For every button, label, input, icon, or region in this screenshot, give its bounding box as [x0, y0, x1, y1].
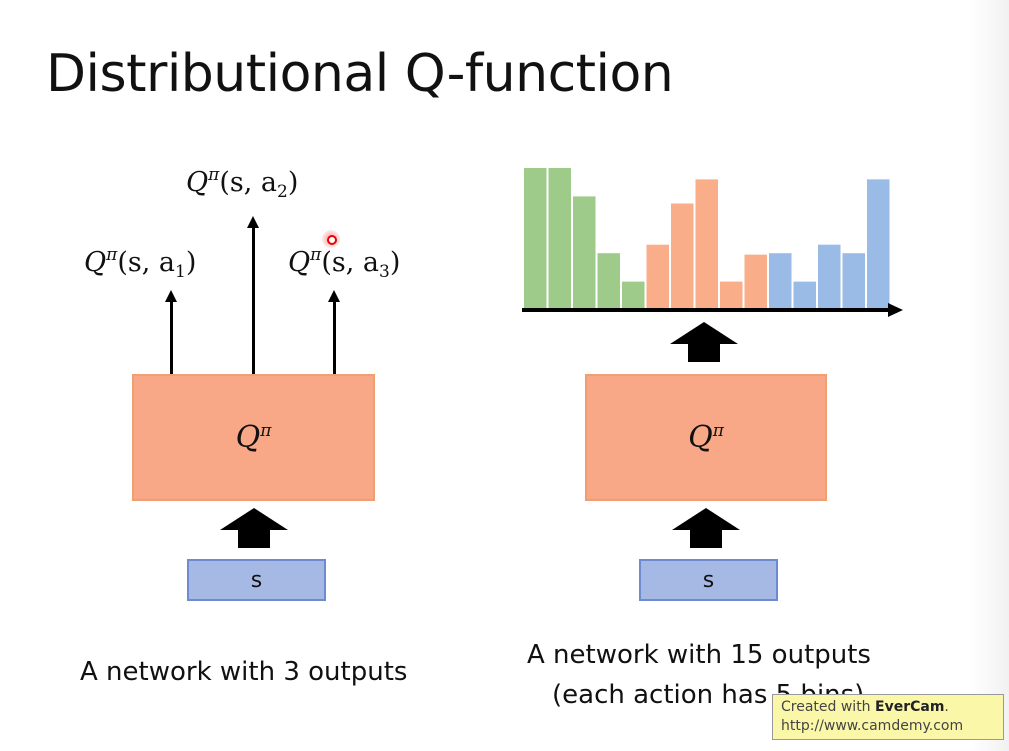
- state-input-box: s: [187, 559, 326, 601]
- bar-action2-bin2: [671, 203, 694, 310]
- slide-edge-shadow: [969, 0, 1009, 751]
- evercam-watermark: Created with EverCam. http://www.camdemy…: [772, 694, 1004, 740]
- output-label-a1: Qπ(s, a1): [84, 245, 196, 282]
- close-paren: ): [185, 247, 197, 278]
- left-caption: A network with 3 outputs: [80, 657, 408, 687]
- bar-action1-bin4: [597, 253, 620, 310]
- pi-superscript: π: [208, 165, 220, 185]
- output-arrow-a2: [247, 216, 259, 375]
- state-label: s: [702, 567, 715, 593]
- q-symbol: Q: [688, 420, 713, 455]
- watermark-prefix: Created with: [781, 699, 876, 715]
- bar-action2-bin5: [744, 254, 767, 310]
- bar-action3-bin2: [793, 281, 816, 310]
- watermark-line1: Created with EverCam.: [781, 698, 995, 717]
- arrow-shaft: [238, 530, 270, 548]
- network-label: Qπ: [688, 420, 724, 455]
- pi-superscript: π: [260, 421, 272, 441]
- q-symbol: Q: [288, 247, 311, 278]
- arrow-head: [672, 508, 740, 530]
- bar-action2-bin4: [720, 281, 743, 310]
- slide-title: Distributional Q-function: [46, 44, 674, 104]
- arrow-head: [670, 322, 738, 344]
- q-network-box: Qπ: [132, 374, 375, 501]
- bar-action1-bin3: [573, 196, 596, 310]
- output-arrow-a3: [328, 290, 340, 375]
- pi-superscript: π: [106, 245, 118, 265]
- bar-action3-bin5: [867, 179, 890, 310]
- q-network-box-distributional: Qπ: [585, 374, 827, 501]
- bar-action1-bin2: [548, 168, 571, 310]
- subscript: 2: [276, 182, 288, 202]
- right-caption-line1: A network with 15 outputs: [527, 640, 871, 670]
- network-label: Qπ: [236, 420, 272, 455]
- x-axis-arrowhead: [888, 303, 903, 317]
- bar-action3-bin4: [842, 253, 865, 310]
- arrow-head: [220, 508, 288, 530]
- args: (s, a: [117, 247, 175, 278]
- watermark-url: http://www.camdemy.com: [781, 718, 964, 734]
- histogram-bars: [524, 168, 890, 310]
- output-label-a2: Qπ(s, a2): [186, 165, 298, 202]
- pi-superscript: π: [310, 245, 322, 265]
- output-label-a3: Qπ(s, a3): [288, 245, 400, 282]
- subscript: 1: [174, 262, 186, 282]
- bar-action1-bin5: [622, 281, 645, 310]
- bar-action1-bin1: [524, 168, 547, 310]
- mouse-pointer-highlight: [322, 230, 340, 248]
- bar-action2-bin1: [646, 244, 669, 310]
- arrow-shaft: [688, 344, 720, 362]
- close-paren: ): [287, 167, 299, 198]
- q-symbol: Q: [186, 167, 209, 198]
- output-arrow-a1: [165, 290, 177, 375]
- distribution-histogram: [522, 168, 903, 317]
- bar-action3-bin3: [818, 244, 841, 310]
- args: (s, a: [321, 247, 379, 278]
- close-paren: ): [389, 247, 401, 278]
- watermark-brand: EverCam: [875, 699, 945, 715]
- subscript: 3: [378, 262, 390, 282]
- watermark-suffix: .: [944, 699, 949, 715]
- state-input-box: s: [639, 559, 778, 601]
- bar-action2-bin3: [695, 179, 718, 310]
- arrow-shaft: [690, 530, 722, 548]
- state-label: s: [250, 567, 263, 593]
- bar-action3-bin1: [769, 253, 792, 310]
- q-symbol: Q: [84, 247, 107, 278]
- q-symbol: Q: [235, 420, 261, 455]
- pi-superscript: π: [712, 421, 724, 441]
- args: (s, a: [219, 167, 277, 198]
